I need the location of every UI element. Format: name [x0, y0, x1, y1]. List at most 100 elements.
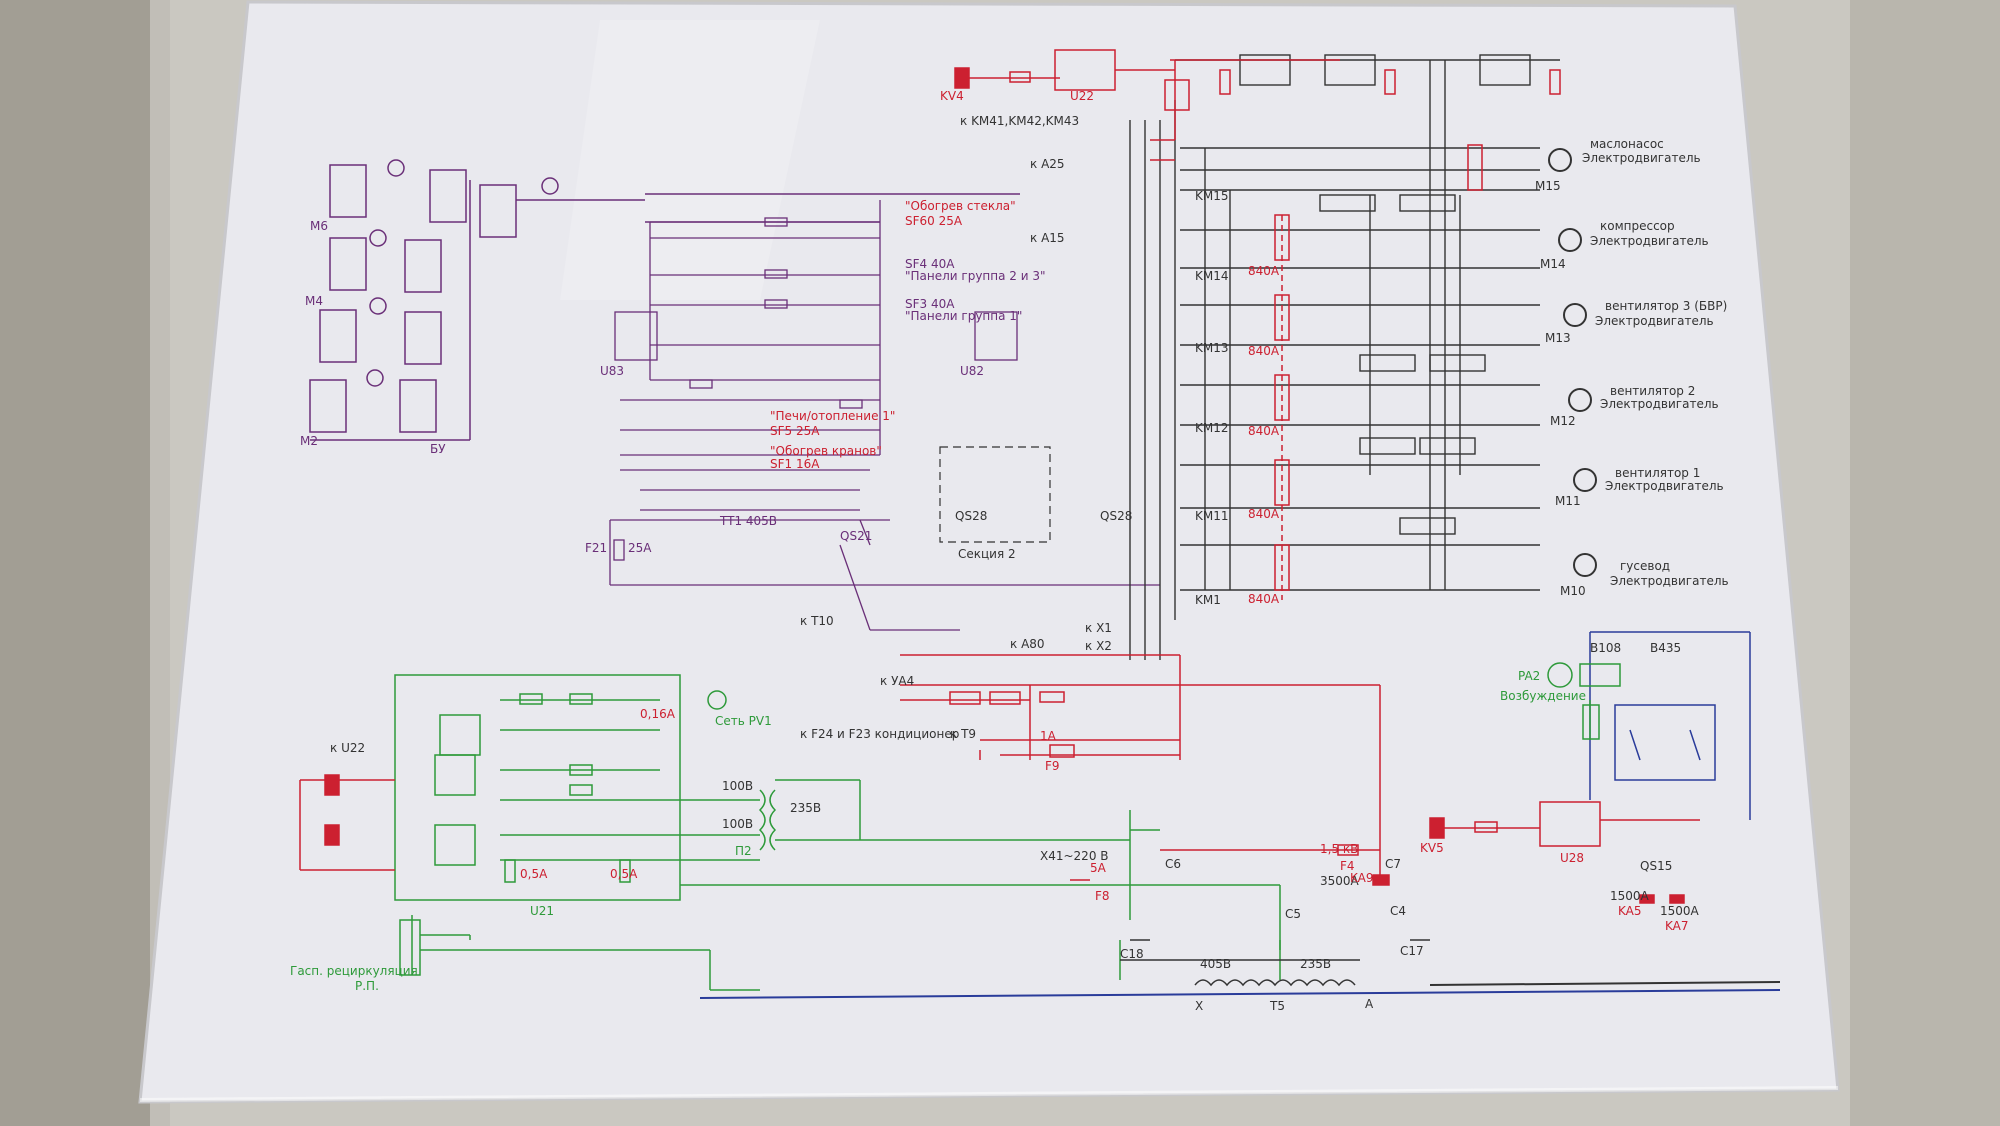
right-bus: [1429, 981, 1781, 986]
label-kv4: KV4: [940, 89, 964, 103]
label-f21: F21: [585, 541, 607, 555]
label-ka9: KA9: [1350, 871, 1374, 885]
label-c17: C17: [1400, 944, 1424, 958]
label-ka9-rating: 3500A: [1320, 874, 1360, 888]
sheet-bottom-edge: [139, 1086, 1839, 1102]
label-rp: Р.П.: [355, 979, 379, 993]
contactor-km15: KM15: [1195, 189, 1229, 203]
left-shadow: [0, 0, 170, 1126]
heating-rating-5: SF3 40A: [905, 297, 955, 311]
label-f8-rating: 5A: [1090, 861, 1107, 875]
motor-m15-id: M15: [1535, 179, 1561, 193]
heating-label-4: "Панели группа 2 и 3": [905, 269, 1046, 283]
label-c5: C5: [1285, 907, 1301, 921]
fuse-column: [1274, 144, 1483, 600]
label-ka7-rating: 1500A: [1660, 904, 1700, 918]
heating-label-1: "Обогрев стекла": [905, 199, 1016, 213]
label-c18: C18: [1120, 947, 1144, 961]
label-vozb: Возбуждение: [1500, 689, 1586, 703]
label-ka5: KA5: [1618, 904, 1642, 918]
heating-label-2: "Печи/отопление 1": [770, 409, 895, 423]
label-qs15: QS15: [1640, 859, 1672, 873]
motor-m11-name: Электродвигатель: [1605, 479, 1724, 493]
blue-bus: [699, 989, 1781, 999]
label-f3-rating: 0,16A: [640, 707, 676, 721]
fuse-840a-2: 840A: [1248, 344, 1280, 358]
label-section-2: Секция 2: [958, 547, 1016, 561]
label-to-a15: к A15: [1030, 231, 1065, 245]
label-v235b: 235B: [1300, 957, 1331, 971]
motor-m11-id: M11: [1555, 494, 1581, 508]
label-to-x2: к X2: [1085, 639, 1112, 653]
contactor-km13: KM13: [1195, 341, 1229, 355]
label-f1: 0,5A: [520, 867, 548, 881]
label-pv1: Сеть РV1: [715, 714, 772, 728]
motor-m13-name: Электродвигатель: [1595, 314, 1714, 328]
exciter-circuit: [1429, 801, 1700, 904]
label-f4: F4: [1340, 859, 1355, 873]
heating-label-3: "Обогрев кранов": [770, 444, 882, 458]
label-f4-rating: 1,5 кВ: [1320, 842, 1358, 856]
label-to-u22: к U22: [330, 741, 365, 755]
contactor-km14: KM14: [1195, 269, 1229, 283]
label-ka5-rating: 1500A: [1610, 889, 1650, 903]
label-u82: U82: [960, 364, 984, 378]
label-ka7: KA7: [1665, 919, 1689, 933]
contactor-km12: KM12: [1195, 421, 1229, 435]
motor-m14-name: Электродвигатель: [1590, 234, 1709, 248]
motor-m13-id: M13: [1545, 331, 1571, 345]
traction-label-m4: M4: [305, 294, 323, 308]
fuse-840a-4: 840A: [1248, 507, 1280, 521]
label-to-t9: к T9: [950, 727, 976, 741]
label-u21: U21: [530, 904, 554, 918]
left-relays: [299, 774, 395, 871]
label-to-x1: к X1: [1085, 621, 1112, 635]
label-recirc: Гасп. рециркуляция: [290, 964, 418, 978]
label-qs28: QS28: [955, 509, 987, 523]
traction-label-m2: M2: [300, 434, 318, 448]
transformer-t5: [1120, 939, 1430, 987]
heating-rating-2: SF5 25A: [770, 424, 820, 438]
heating-label-5: "Панели группа 1": [905, 309, 1022, 323]
label-to-a80: к A80: [1010, 637, 1045, 651]
label-qs21: QS21: [840, 529, 872, 543]
motor-m10-sub: гусевод: [1620, 559, 1670, 573]
label-to-a25: к A25: [1030, 157, 1065, 171]
label-c4: C4: [1390, 904, 1406, 918]
label-c7: C7: [1385, 857, 1401, 871]
traction-label-bu: БУ: [430, 442, 446, 456]
label-f9-rating: 1A: [1040, 729, 1057, 743]
label-f21-rating: 25A: [628, 541, 652, 555]
fuse-840a-3: 840A: [1248, 424, 1280, 438]
control-block: [394, 674, 1281, 991]
heating-rating-1: SF60 25A: [905, 214, 963, 228]
motor-m12-id: M12: [1550, 414, 1576, 428]
motor-symbols: [1548, 148, 1597, 577]
label-p2: П2: [735, 844, 752, 858]
label-u28: U28: [1560, 851, 1584, 865]
label-to-km: к KM41,KM42,KM43: [960, 114, 1079, 128]
label-vert-x: X: [1195, 999, 1203, 1013]
motor-m15-name: Электродвигатель: [1582, 151, 1701, 165]
red-circuits: [900, 49, 1561, 886]
motor-m12-sub: вентилятор 2: [1610, 384, 1695, 398]
heating-circuits: [609, 200, 1160, 631]
label-b435: B435: [1650, 641, 1681, 655]
label-t5: T5: [1269, 999, 1285, 1013]
fuse-840a-1: 840A: [1248, 264, 1280, 278]
motor-m10-name: Электродвигатель: [1610, 574, 1729, 588]
motor-m15-sub: маслонасос: [1590, 137, 1664, 151]
exciter-meter: [1547, 662, 1621, 740]
label-f8: F8: [1095, 889, 1110, 903]
label-f9: F9: [1045, 759, 1060, 773]
label-tt1: TT1 405B: [719, 514, 777, 528]
label-f2: 0,5A: [610, 867, 638, 881]
label-v405: 405B: [1200, 957, 1231, 971]
label-pa2: PA2: [1518, 669, 1540, 683]
label-vert-a: A: [1365, 997, 1374, 1011]
motor-m14-sub: компрессор: [1600, 219, 1675, 233]
motor-m12-name: Электродвигатель: [1600, 397, 1719, 411]
label-v235: 235B: [790, 801, 821, 815]
label-v100b: 100B: [722, 817, 753, 831]
